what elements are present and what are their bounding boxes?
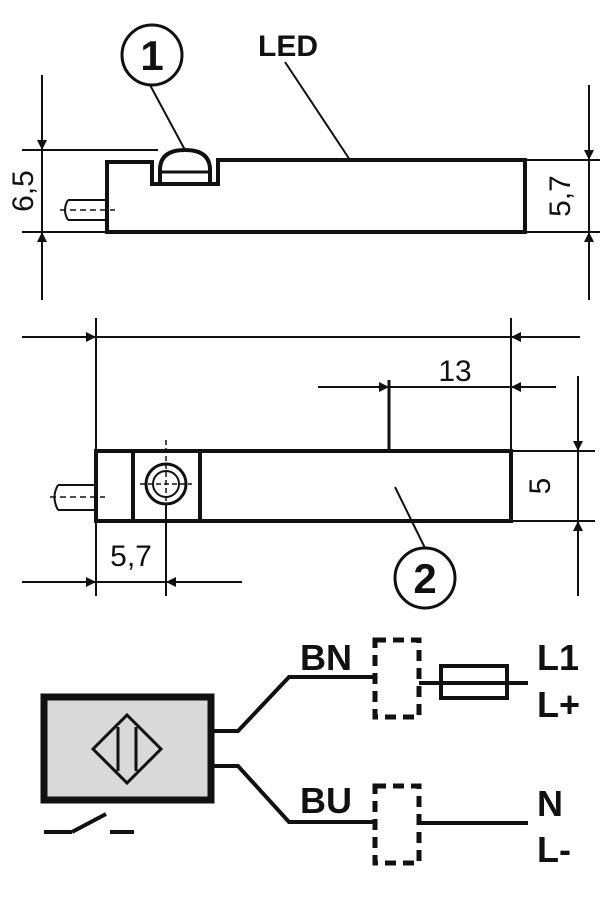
load-box-bottom — [372, 783, 422, 866]
sensor-body-outline-top — [105, 158, 527, 234]
led-label: LED — [258, 30, 318, 63]
front-view: 13 5 5,7 2 — [22, 318, 595, 610]
no-switch-icon — [44, 812, 134, 834]
callout-2-number: 2 — [413, 555, 436, 602]
dim-label-5-7-right: 5,7 — [544, 175, 577, 217]
wire-bn-label: BN — [300, 637, 352, 678]
led-dome — [158, 147, 212, 184]
wire-bn — [211, 675, 375, 733]
term-n-label: N — [537, 783, 563, 824]
term-l1-label: L1 — [537, 637, 579, 678]
dim-6-5: 6,5 — [7, 75, 47, 300]
callout-1: 1 — [120, 23, 186, 151]
dim-label-6-5: 6,5 — [7, 170, 40, 212]
dim-label-5-7-bottom: 5,7 — [110, 540, 152, 573]
led-leader-line — [284, 61, 351, 161]
dim-5-7-right: 5,7 — [544, 85, 594, 300]
callout-1-number: 1 — [140, 32, 163, 79]
term-lminus-label: L- — [537, 829, 571, 870]
wire-bu-label: BU — [300, 780, 352, 821]
inductive-sensor-icon — [90, 712, 164, 786]
cable-stub-front — [50, 484, 105, 511]
load-box-top — [372, 637, 422, 720]
dim-label-5: 5 — [524, 478, 557, 495]
cable-stub-top — [60, 199, 115, 221]
dim-13: 13 — [318, 355, 556, 451]
top-view: 6,5 5,7 1 LED — [7, 23, 600, 300]
dim-5: 5 — [511, 376, 595, 596]
wire-bu — [211, 764, 375, 824]
wiring-diagram: BN BU L1 L+ N L- — [40, 637, 580, 870]
term-lplus-label: L+ — [537, 684, 580, 725]
sensor-body-outline-front — [94, 449, 513, 523]
dim-5-7-bottom: 5,7 — [22, 505, 242, 596]
screw-icon — [140, 440, 192, 510]
fuse-icon — [439, 664, 509, 700]
callout-2: 2 — [393, 486, 457, 610]
dim-label-13: 13 — [438, 355, 471, 388]
